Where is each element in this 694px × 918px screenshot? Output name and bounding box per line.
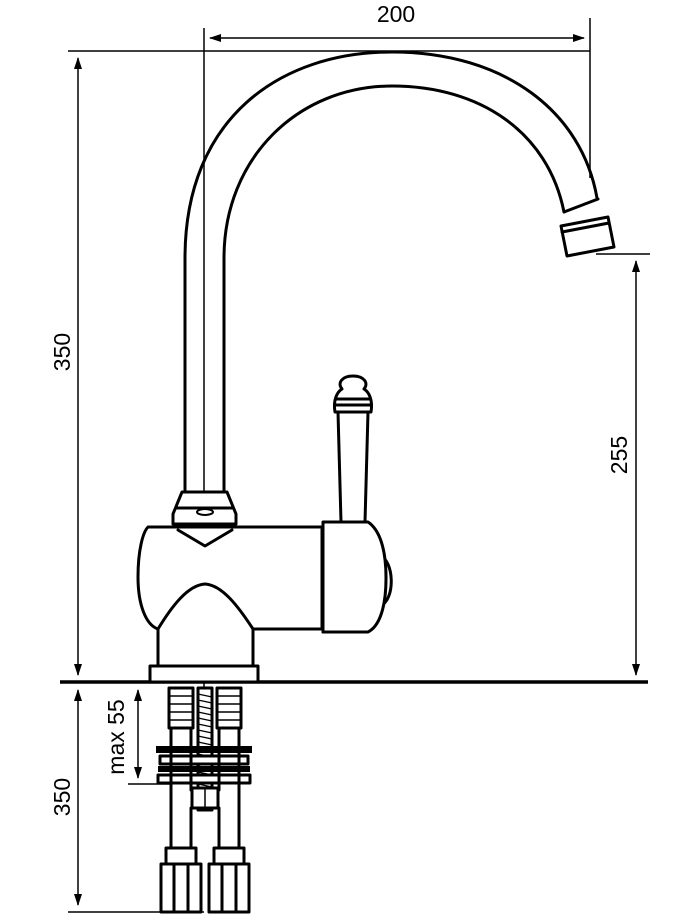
dimension-hose-length: 350 — [49, 689, 204, 913]
faucet-base-plate — [148, 664, 260, 684]
handle-hub — [321, 520, 388, 634]
dimension-max-thickness: max 55 — [103, 689, 170, 785]
dimension-total-height: 350 — [49, 57, 82, 676]
lever-knob — [333, 374, 373, 414]
spout — [183, 50, 599, 494]
faucet — [136, 50, 616, 684]
dimension-label-max-thickness: max 55 — [103, 699, 129, 774]
spout-aerator — [559, 215, 616, 258]
dimension-label-hose-length: 350 — [49, 778, 75, 816]
clamp-plate — [158, 766, 250, 772]
lever-handle — [336, 410, 370, 524]
rubber-washer — [156, 746, 252, 753]
hose-nut-left — [159, 862, 203, 914]
dimension-label-spout-height: 255 — [606, 436, 632, 474]
hose-nut-right — [207, 862, 251, 914]
dimension-label-reach: 200 — [377, 1, 415, 27]
dimension-spout-height: 255 — [596, 253, 650, 676]
dimension-label-total-height: 350 — [49, 333, 75, 371]
mounting-hardware — [156, 686, 252, 914]
